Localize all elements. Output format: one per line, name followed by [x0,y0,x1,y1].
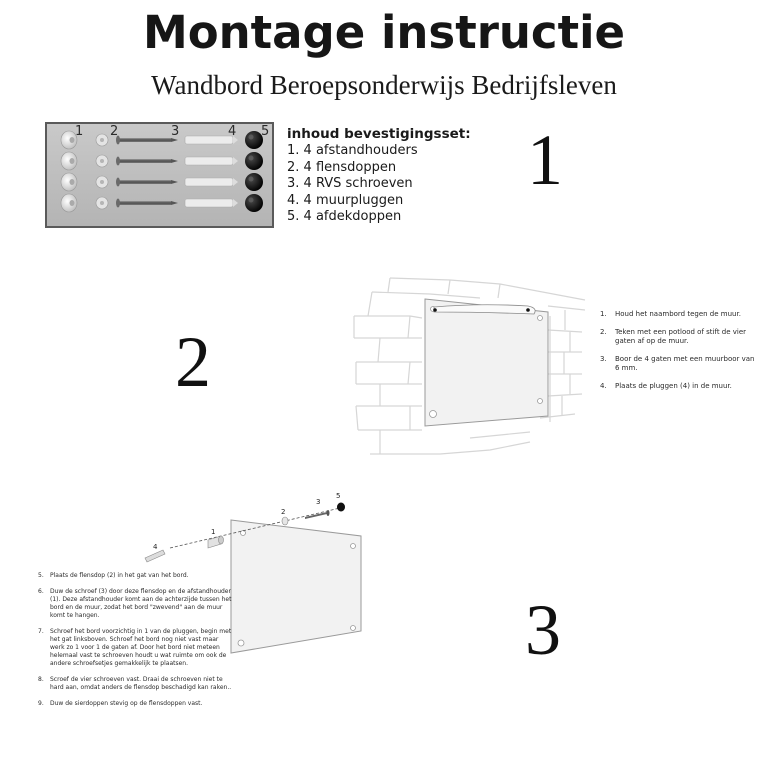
kit-contents-list: 1. 4 afstandhouders 2. 4 flensdoppen 3. … [287,143,418,226]
exploded-label-spacer: 1 [211,528,215,536]
instruction-number: 1. [600,310,607,318]
brick-wall-icon [353,277,586,455]
kit-contents-heading: inhoud bevestigingsset: [287,126,471,142]
instruction-number: 8. [38,676,44,683]
kit-item: 5. 4 afdekdoppen [287,209,402,224]
kit-photo-number-4: 4 [228,124,237,139]
exploded-view-illustration: 4 1 2 3 5 [144,492,362,654]
instruction-text: Scroef de vier schroeven vast. Draai de … [50,676,232,691]
flensdop-icon [95,133,109,147]
instruction-text: Plaats de flensdop (2) in het gat van he… [50,572,189,579]
step-2-instructions: 1. Houd het naambord tegen de muur. 2. Tek… [600,310,760,400]
exploded-label-plug: 4 [153,543,158,551]
exploded-label-screw: 3 [316,498,320,506]
step-3-number: 3 [525,590,561,670]
flensdop-icon [281,516,289,526]
kit-photo-number-5: 5 [261,124,270,139]
instruction-text: Schroef het bord voorzichtig in 1 van de… [50,628,232,667]
instruction-number: 3. [600,355,607,363]
instruction-text: Plaats de pluggen (4) in de muur. [615,382,732,390]
instruction-item: 2. Teken met een potlood of stift de vier… [600,328,760,346]
kit-item: 3. 4 RVS schroeven [287,176,413,191]
naambord-icon [424,298,549,427]
instruction-number: 2. [600,328,607,336]
instruction-number: 4. [600,382,607,390]
step-3-instructions: 5. Plaats de flensdop (2) in het gat van … [38,572,233,716]
kit-item: 1. 4 afstandhouders [287,143,418,158]
muurplug-icon [144,549,166,563]
waterpas-icon [433,304,536,315]
instruction-item: 8. Scroef de vier schroeven vast. Draai d… [38,676,233,692]
instruction-item: 4. Plaats de pluggen (4) in de muur. [600,382,760,391]
mounting-kit-photo: 1 2 3 4 5 [45,122,274,228]
exploded-label-flange-cap: 2 [281,508,285,516]
step-2-number: 2 [175,322,211,402]
instruction-item: 7. Schroef het bord voorzichtig in 1 van … [38,628,233,668]
instruction-text: Duw de schroef (3) door deze flensdop en… [50,588,232,619]
page-subtitle: Wandbord Beroepsonderwijs Bedrijfsleven [151,70,617,100]
kit-parts-drawing [60,130,264,213]
instruction-number: 7. [38,628,44,635]
wall-mount-illustration [353,277,586,455]
exploded-label-cover-cap: 5 [336,492,340,500]
instruction-text: Boor de 4 gaten met een muurboor van 6 m… [615,355,755,372]
naambord-icon [230,519,362,654]
instruction-number: 5. [38,572,44,579]
instruction-text: Houd het naambord tegen de muur. [615,310,741,318]
afdekdop-icon [337,502,345,512]
instruction-text: Duw de sierdoppen stevig op de flensdopp… [50,700,203,707]
muurplug-icon [184,135,238,145]
afdekdop-icon [245,131,263,149]
instruction-item: 9. Duw de sierdoppen stevig op de flensdo… [38,700,233,708]
kit-photo-number-1: 1 [75,124,84,139]
kit-photo-number-2: 2 [110,124,119,139]
kit-photo-number-3: 3 [171,124,180,139]
afstandhouder-icon [207,535,224,549]
afstandhouder-icon [60,130,78,150]
instruction-number: 9. [38,700,44,707]
page-title: Montage instructie [142,6,626,59]
instruction-item: 6. Duw de schroef (3) door deze flensdop … [38,588,233,620]
instruction-number: 6. [38,588,44,595]
rvs-schroef-icon [305,510,330,519]
instruction-item: 3. Boor de 4 gaten met een muurboor van 6… [600,355,760,373]
rvs-schroef-icon [116,135,178,145]
instruction-item: 1. Houd het naambord tegen de muur. [600,310,760,319]
instruction-text: Teken met een potlood of stift de vier g… [615,328,747,345]
kit-item: 4. 4 muurpluggen [287,192,404,208]
instruction-item: 5. Plaats de flensdop (2) in het gat van … [38,572,233,580]
step-1-number: 1 [527,120,563,200]
kit-item: 2. 4 flensdoppen [287,159,397,175]
